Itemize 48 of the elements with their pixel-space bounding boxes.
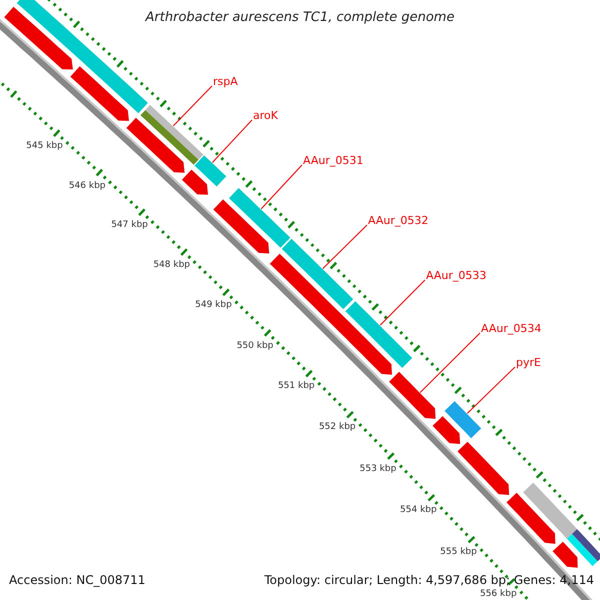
scale-label: 552 kbp: [318, 421, 357, 434]
gene-bar: [229, 188, 290, 248]
leader-line: [212, 120, 252, 163]
scale-label: 555 kbp: [439, 546, 478, 560]
gene-label: aroK: [253, 109, 278, 122]
leader-line: [380, 280, 426, 326]
gene-bar: [345, 301, 412, 368]
scale-label: 546 kbp: [68, 180, 107, 193]
scale-label: 551 kbp: [276, 380, 316, 394]
accession-text: Accession: NC_008711: [9, 574, 146, 587]
gene-block: [213, 199, 270, 254]
gene-label: AAur_0533: [426, 269, 486, 282]
gene-block: [126, 118, 185, 173]
gene-block: [4, 6, 73, 70]
gene-label: AAur_0531: [303, 154, 364, 167]
leader-line: [172, 86, 212, 126]
genome-summary-text: Topology: circular; Length: 4,597,686 bp; Genes: 4,114: [264, 574, 594, 587]
gene-label: pyrE: [516, 356, 541, 369]
gene-label: rspA: [213, 75, 238, 88]
gene-block: [432, 416, 460, 444]
scale-label: 549 kbp: [194, 299, 233, 312]
leader-line: [322, 224, 368, 270]
scale-label: 545 kbp: [25, 140, 64, 154]
scale-label: 553 kbp: [358, 462, 398, 476]
gene-bar: [566, 534, 598, 566]
gene-block: [458, 442, 510, 495]
gene-label: AAur_0532: [368, 214, 428, 227]
scale-label: 548 kbp: [152, 259, 191, 272]
scale-label: 547 kbp: [110, 219, 149, 232]
leader-line: [260, 164, 302, 210]
gene-block: [182, 170, 208, 195]
gene-bar: [572, 529, 600, 562]
gene-bar: [523, 482, 578, 539]
gene-bar: [140, 104, 204, 165]
leader-line: [466, 366, 516, 414]
scale-label: 554 kbp: [399, 504, 438, 518]
scale-label: 556 kbp: [478, 588, 518, 600]
scale-label: 550 kbp: [236, 340, 274, 353]
gene-bar: [444, 401, 482, 438]
gene-block: [389, 372, 436, 419]
gene-block: [506, 492, 556, 544]
gene-label: AAur_0534: [481, 322, 542, 335]
gene-block: [70, 66, 129, 121]
gene-block: [552, 542, 578, 568]
gene-bar: [194, 155, 226, 186]
map-title: Arthrobacter aurescens TC1, complete genome: [144, 11, 456, 24]
gene-bar: [282, 238, 354, 310]
leader-line: [420, 332, 480, 393]
